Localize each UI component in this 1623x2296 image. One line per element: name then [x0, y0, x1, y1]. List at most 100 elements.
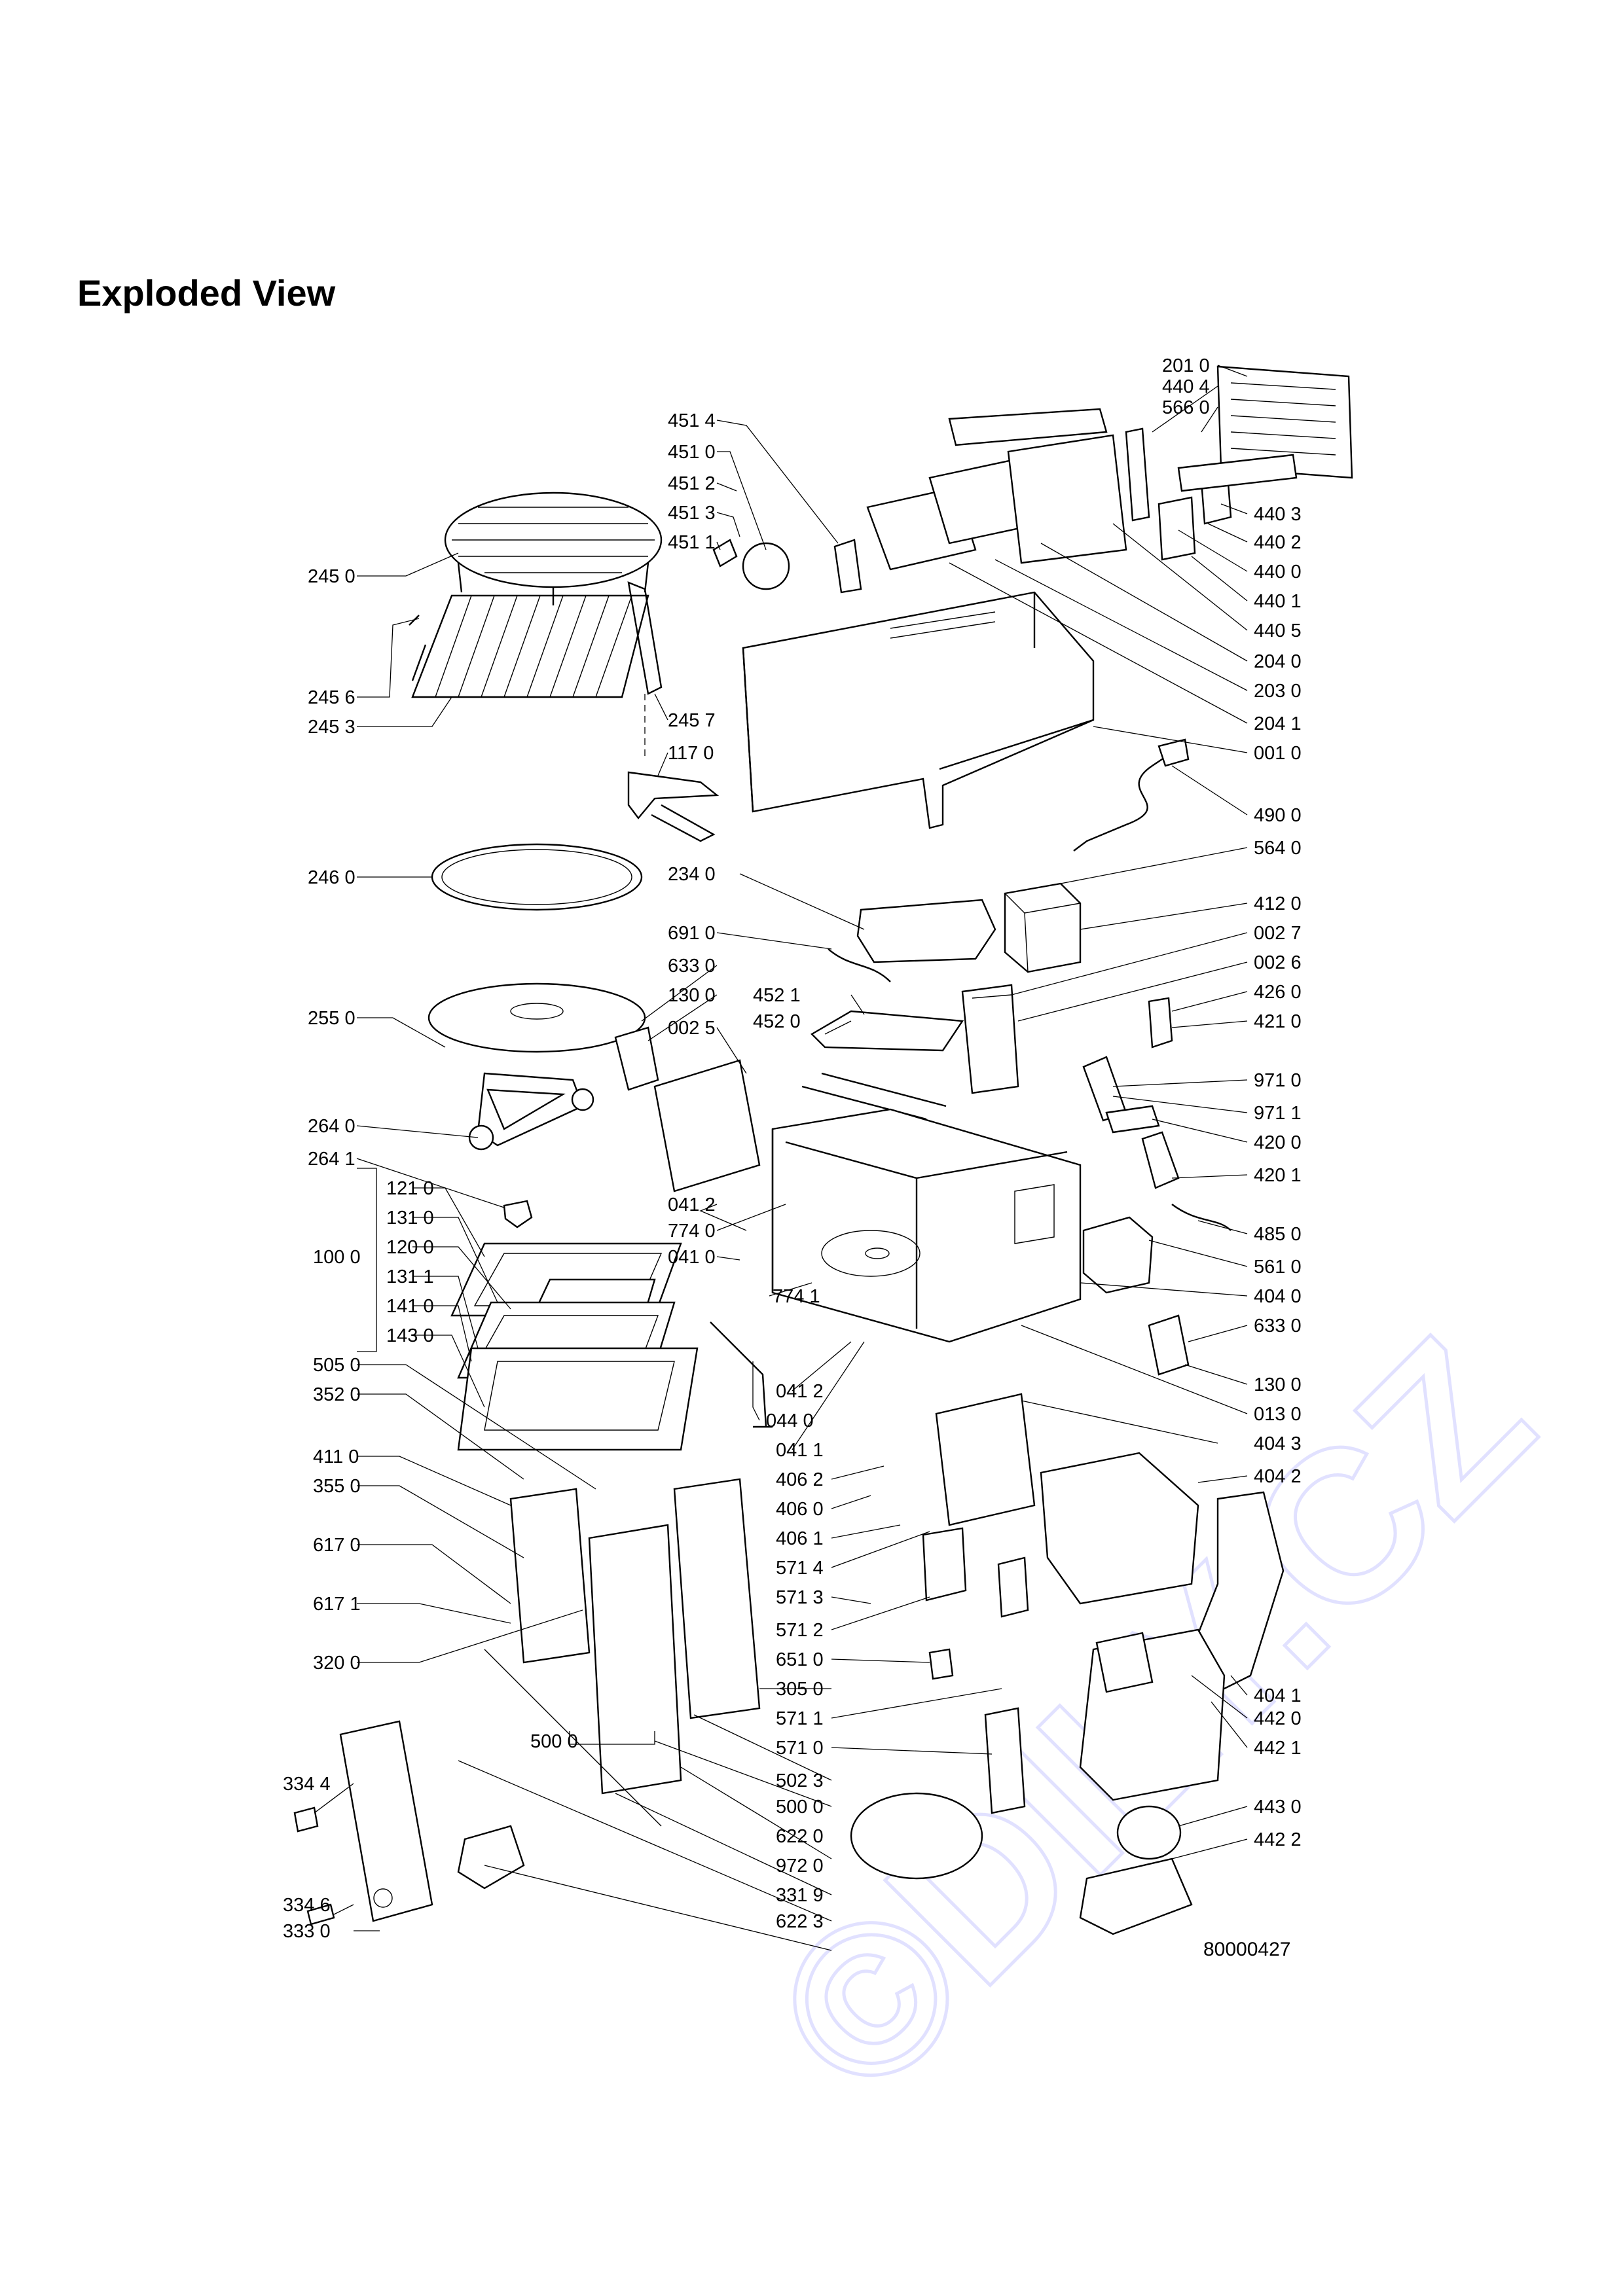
callout-label: 255 0 — [308, 1008, 356, 1029]
callout-label: 246 0 — [308, 867, 356, 888]
callout-label: 617 1 — [313, 1594, 361, 1615]
page-title: Exploded View — [77, 272, 336, 314]
callout-label: 406 1 — [776, 1528, 824, 1549]
callout-label: 622 3 — [776, 1911, 824, 1932]
callout-label: 001 0 — [1254, 743, 1302, 764]
callout-label: 426 0 — [1254, 982, 1302, 1003]
interlock-switch — [984, 1707, 1026, 1814]
shield-panel — [961, 984, 1019, 1094]
callout-label: 412 0 — [1254, 893, 1302, 914]
callout-label: 406 2 — [776, 1469, 824, 1490]
callout-label: 002 7 — [1254, 923, 1302, 944]
callout-labels: 201 0 440 4 566 0 451 4 451 0 451 2 451 … — [283, 355, 1302, 1942]
callout-label: 440 3 — [1254, 504, 1302, 525]
callout-label: 451 1 — [668, 532, 716, 553]
clip-part — [627, 771, 720, 842]
air-duct — [935, 1393, 1036, 1526]
callout-label: 500 0 — [530, 1731, 578, 1752]
callout-label: 041 1 — [776, 1440, 824, 1461]
sensor-cable — [828, 948, 891, 982]
roller-support — [477, 1072, 584, 1147]
outer-cabinet — [742, 591, 1095, 829]
callout-label: 201 0 — [1162, 355, 1210, 376]
encoder-part — [457, 1825, 525, 1890]
callout-label: 420 1 — [1254, 1165, 1302, 1186]
callout-label: 130 0 — [1254, 1374, 1302, 1395]
callout-label: 451 0 — [668, 442, 716, 463]
callout-label: 502 3 — [776, 1770, 824, 1791]
callout-label: 440 1 — [1254, 591, 1302, 612]
callout-label: 320 0 — [313, 1653, 361, 1674]
motor-mount — [833, 539, 862, 594]
callout-label: 404 0 — [1254, 1286, 1302, 1307]
callout-label: 404 3 — [1254, 1433, 1302, 1454]
callout-label: 121 0 — [386, 1178, 434, 1199]
callout-label: 131 1 — [386, 1266, 434, 1287]
callout-label: 442 1 — [1254, 1738, 1302, 1759]
waveguide-cover — [856, 899, 996, 963]
callout-label: 264 1 — [308, 1149, 356, 1170]
callout-label: 130 0 — [668, 985, 716, 1006]
part-drawings — [293, 365, 1353, 1935]
callout-label: 561 0 — [1254, 1257, 1302, 1278]
round-grill-rack — [444, 492, 663, 605]
callout-label: 404 1 — [1254, 1685, 1302, 1706]
support-frame — [673, 1478, 761, 1719]
callout-label: 141 0 — [386, 1296, 434, 1317]
callout-label: 334 4 — [283, 1774, 331, 1795]
callout-label: 440 4 — [1162, 376, 1210, 397]
top-bracket — [948, 408, 1108, 446]
callout-label: 002 5 — [668, 1018, 716, 1039]
door-assembly — [450, 1242, 773, 1451]
callout-label: 571 2 — [776, 1620, 824, 1641]
switch-part — [997, 1556, 1029, 1618]
callout-label: 571 4 — [776, 1558, 824, 1579]
stirrer-ring — [742, 542, 790, 590]
control-board — [509, 1488, 591, 1664]
callout-label: 691 0 — [668, 923, 716, 944]
turntable-ring — [431, 843, 643, 911]
callout-label: 971 1 — [1254, 1103, 1302, 1124]
display-board — [588, 1524, 682, 1795]
wire-rack — [409, 594, 649, 698]
callout-label: 452 0 — [753, 1011, 801, 1032]
callout-label: 440 0 — [1254, 562, 1302, 583]
fan-blade — [712, 539, 738, 567]
callout-label: 633 0 — [668, 956, 716, 977]
coupler — [503, 1200, 533, 1229]
cover-plate — [850, 1792, 983, 1880]
callout-label: 651 0 — [776, 1649, 824, 1670]
transformer — [1004, 882, 1082, 973]
fan-wheel — [1116, 1805, 1182, 1860]
callout-label: 204 0 — [1254, 651, 1302, 672]
thermal-cable — [1171, 1204, 1231, 1231]
power-cord — [1073, 752, 1173, 852]
thermostat — [1148, 1314, 1190, 1376]
callout-label: 452 1 — [753, 985, 801, 1006]
magnetron — [1082, 1216, 1154, 1294]
callout-label: 421 0 — [1254, 1011, 1302, 1032]
sensor-bracket — [922, 1527, 967, 1602]
callout-label: 333 0 — [283, 1921, 331, 1942]
heater-rod — [1177, 454, 1298, 492]
control-panel-front — [339, 1720, 433, 1922]
callout-label: 120 0 — [386, 1237, 434, 1258]
callout-label: 564 0 — [1254, 838, 1302, 859]
callout-label: 355 0 — [313, 1476, 361, 1497]
lamp-part — [928, 1648, 954, 1680]
knob — [293, 1806, 319, 1833]
capacitor — [1148, 997, 1173, 1049]
callout-label: 622 0 — [776, 1826, 824, 1847]
callout-label: 331 9 — [776, 1885, 824, 1906]
callout-label: 566 0 — [1162, 397, 1210, 418]
callout-label: 100 0 — [313, 1247, 361, 1268]
oven-cavity — [771, 1108, 1082, 1343]
heater-tube — [1125, 427, 1150, 522]
callout-label: 013 0 — [1254, 1404, 1302, 1425]
drawing-number: 80000427 — [1203, 1939, 1291, 1960]
callout-label: 420 0 — [1254, 1132, 1302, 1153]
callout-label: 774 1 — [773, 1286, 820, 1307]
callout-label: 451 2 — [668, 473, 716, 494]
callout-label: 305 0 — [776, 1679, 824, 1700]
callout-label: 245 7 — [668, 710, 716, 731]
